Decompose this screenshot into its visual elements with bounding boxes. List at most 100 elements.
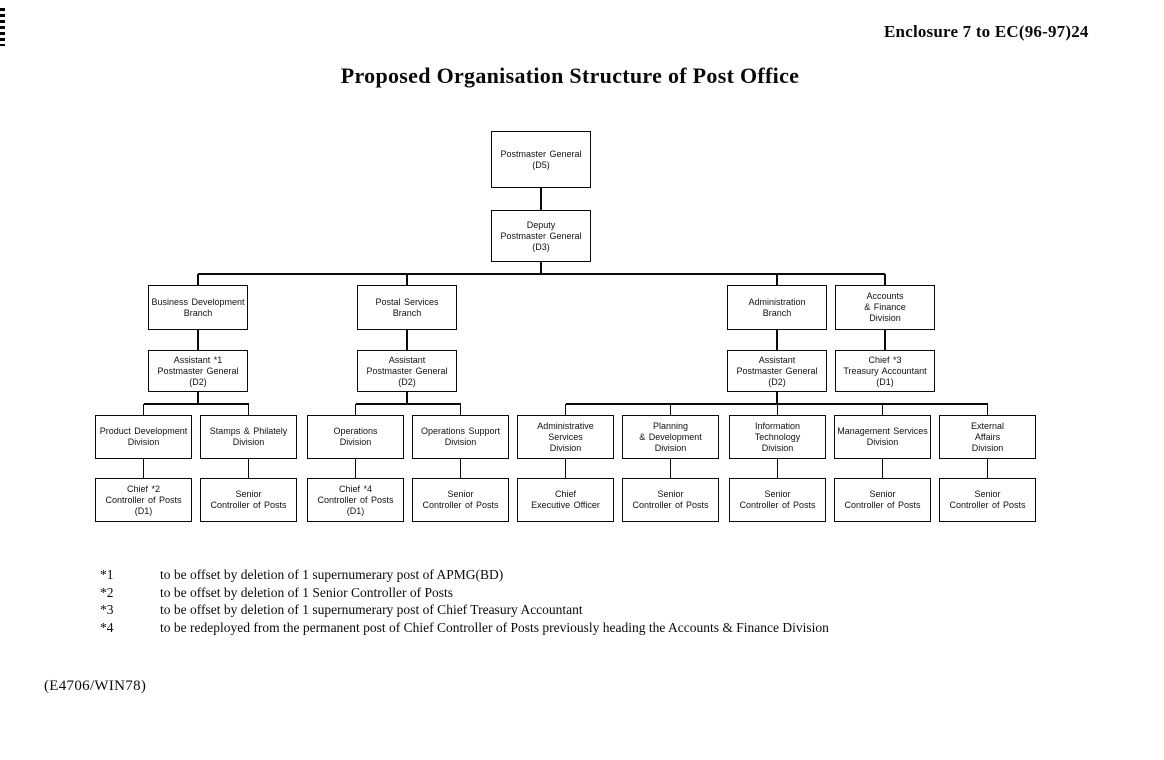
connector-line [143,403,249,405]
org-node-label: Controller of Posts [317,494,394,505]
connector-line [776,274,778,285]
org-node-label: Assistant *1 [173,354,223,365]
org-node-label: Postal Services [375,296,439,307]
org-node-label: Planning [652,420,689,431]
connector-line [669,404,672,415]
org-node-label: Branch [183,307,213,318]
footnote: *3 to be offset by deletion of 1 supernu… [100,601,829,619]
connector-line [564,404,567,415]
org-node-label: Chief [554,489,576,499]
connector-line [669,459,672,478]
connector-line [354,459,357,478]
org-node-label: Postmaster General [500,148,582,159]
footnote-marker: *2 [100,584,114,600]
org-node-label: Division [971,442,1004,453]
org-node-label: Senior [869,489,896,499]
org-node-label: Senior [974,489,1001,499]
connector-line [881,459,884,478]
connector-line [197,274,199,285]
org-node-label: (D3) [532,241,550,252]
org-node-label: Operations Support [420,426,501,436]
org-node-label: Postmaster General [736,365,818,376]
org-node-label: Division [127,437,160,447]
connector-line [406,274,408,285]
org-node-label: Division [654,442,687,453]
connector-line [459,404,462,415]
org-node-label: Postmaster General [500,230,582,241]
org-node-label: (D5) [532,159,550,170]
page-title: Proposed Organisation Structure of Post … [340,63,800,88]
org-node-label: Chief *2 [126,483,161,494]
org-node-label: Senior [447,489,474,499]
connector-line [198,273,885,275]
org-node-label: Treasury Accountant [843,365,927,376]
connector-line [564,459,567,478]
connector-line [197,330,199,350]
footnote: *4 to be redeployed from the permanent p… [100,619,829,637]
org-node-label: Senior [657,489,684,499]
org-node-label: Controller of Posts [844,500,921,510]
footnote: *1 to be offset by deletion of 1 supernu… [100,566,829,584]
org-node-label: Senior [235,489,262,499]
footnote-text: to be offset by deletion of 1 Senior Con… [160,584,453,600]
org-node-label: Division [549,442,582,453]
connector-line [881,404,884,415]
org-node-label: (D1) [346,505,365,516]
file-reference: (E4706/WIN78) [44,678,147,694]
connector-line [986,459,989,478]
org-node-label: Business Development [151,296,245,307]
org-node-label: Controller of Posts [739,500,816,510]
enclosure-reference: Enclosure 7 to EC(96-97)24 [884,22,1089,41]
connector-line [540,262,542,274]
org-node-label: Controller of Posts [949,500,1026,510]
org-node-label: (D1) [134,505,153,516]
org-node-label: & Finance [864,302,906,312]
footnote-text: to be redeployed from the permanent post… [160,619,829,635]
org-node-label: Controller of Posts [422,500,499,510]
org-node-label: Product Development [99,426,188,436]
connector-line [776,459,779,478]
footnote-text: to be offset by deletion of 1 supernumer… [160,602,583,617]
org-node-label: Chief *3 [868,354,902,365]
org-node-label: Technology [754,431,801,442]
org-node-label: Administrative [537,420,594,431]
org-node-label: Accounts [866,291,904,301]
org-node-label: Division [339,437,372,447]
org-node-label: Branch [762,307,792,318]
org-node-label: Division [866,437,899,447]
connector-line [354,404,357,415]
org-node-label: & Development [639,431,702,442]
connector-line [355,403,461,405]
connector-line [142,459,145,478]
org-node-label: Senior [764,489,791,499]
org-node-label: External [970,420,1005,431]
org-node-label: Division [444,437,477,447]
org-node-label: (D1) [876,376,894,387]
org-node-label: Executive Officer [531,500,600,510]
connector-line [406,330,408,350]
org-node-label: Management Services [837,426,928,436]
scan-artifact [0,8,5,46]
